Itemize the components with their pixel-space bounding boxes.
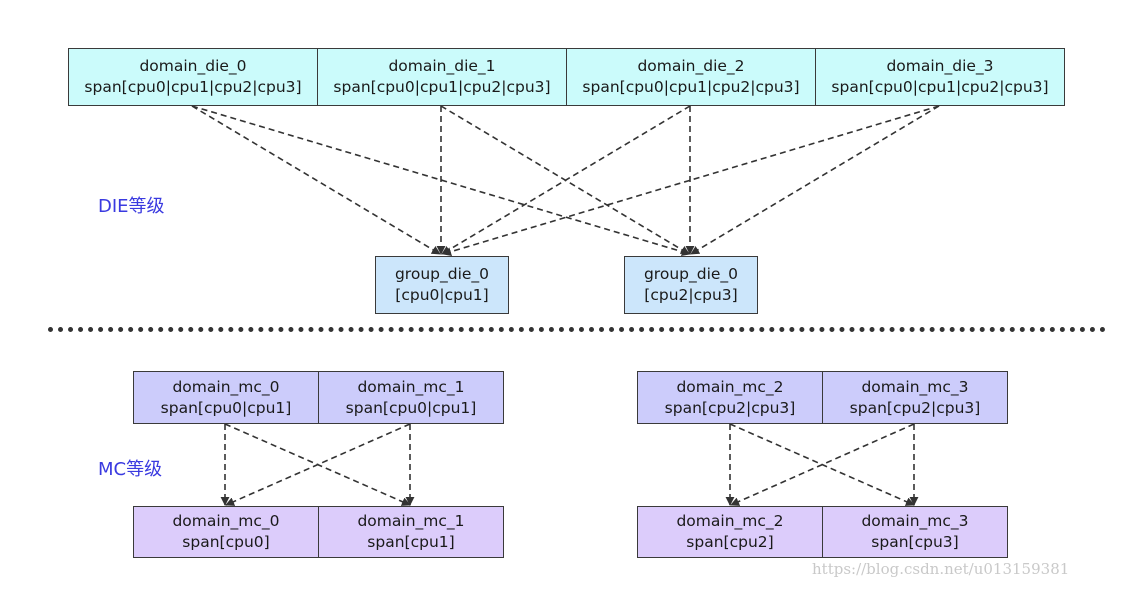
domain-die-3-name: domain_die_3	[886, 57, 994, 75]
domain-die-1-name: domain_die_1	[388, 57, 496, 75]
domain-die-2-box: domain_die_2 span[cpu0|cpu1|cpu2|cpu3]	[566, 48, 816, 106]
group-die-right-cpus: [cpu2|cpu3]	[644, 286, 738, 304]
watermark: https://blog.csdn.net/u013159381	[812, 560, 1070, 578]
domain-mc-0-span: span[cpu0|cpu1]	[160, 398, 292, 417]
arrow-die0-group0	[191, 105, 441, 255]
domain-mc-3-box: domain_mc_3 span[cpu2|cpu3]	[822, 371, 1008, 424]
domain-mc-1-name: domain_mc_1	[357, 377, 465, 396]
domain-die-2-name: domain_die_2	[637, 57, 745, 75]
child-mc-2-name: domain_mc_2	[676, 512, 784, 530]
child-mc-0-name: domain_mc_0	[172, 512, 280, 530]
child-mc-3-name: domain_mc_3	[861, 512, 969, 530]
group-die-right-box: group_die_0 [cpu2|cpu3]	[624, 256, 758, 314]
arrow-mc1-child0	[225, 423, 411, 506]
domain-mc-3-name: domain_mc_3	[861, 377, 969, 396]
domain-die-0-box: domain_die_0 span[cpu0|cpu1|cpu2|cpu3]	[68, 48, 318, 106]
child-mc-1-name: domain_mc_1	[357, 512, 465, 530]
die-level-label: DIE等级	[98, 196, 165, 217]
child-mc-2-box: domain_mc_2 span[cpu2]	[637, 506, 823, 558]
child-mc-1-box: domain_mc_1 span[cpu1]	[318, 506, 504, 558]
domain-mc-0-name: domain_mc_0	[172, 377, 280, 396]
arrow-die3-group1	[690, 105, 940, 255]
arrow-die3-group0	[442, 105, 940, 256]
domain-die-3-box: domain_die_3 span[cpu0|cpu1|cpu2|cpu3]	[815, 48, 1065, 106]
group-die-left-box: group_die_0 [cpu0|cpu1]	[375, 256, 509, 314]
domain-mc-1-box: domain_mc_1 span[cpu0|cpu1]	[318, 371, 504, 424]
arrow-die2-group0	[441, 105, 691, 255]
arrow-die0-group1	[191, 105, 691, 257]
child-mc-0-span: span[cpu0]	[182, 533, 270, 551]
domain-mc-2-span: span[cpu2|cpu3]	[664, 398, 796, 417]
child-mc-2-span: span[cpu2]	[686, 533, 774, 551]
child-mc-0-box: domain_mc_0 span[cpu0]	[133, 506, 319, 558]
group-die-left-name: group_die_0	[394, 265, 490, 283]
child-mc-3-box: domain_mc_3 span[cpu3]	[822, 506, 1008, 558]
arrow-mc3-child2	[730, 423, 915, 506]
domain-mc-2-box: domain_mc_2 span[cpu2|cpu3]	[637, 371, 823, 424]
child-mc-3-span: span[cpu3]	[871, 533, 959, 551]
domain-die-0-name: domain_die_0	[139, 57, 247, 75]
group-die-left-cpus: [cpu0|cpu1]	[395, 286, 489, 304]
mc-level-label: MC等级	[98, 459, 163, 480]
domain-mc-2-name: domain_mc_2	[676, 377, 784, 396]
child-mc-1-span: span[cpu1]	[367, 533, 455, 551]
domain-die-1-span: span[cpu0|cpu1|cpu2|cpu3]	[333, 78, 551, 96]
group-die-right-name: group_die_0	[643, 265, 739, 283]
domain-die-3-span: span[cpu0|cpu1|cpu2|cpu3]	[831, 78, 1049, 96]
domain-mc-0-box: domain_mc_0 span[cpu0|cpu1]	[133, 371, 319, 424]
level-separator	[48, 327, 1106, 332]
domain-die-1-box: domain_die_1 span[cpu0|cpu1|cpu2|cpu3]	[317, 48, 567, 106]
domain-mc-1-span: span[cpu0|cpu1]	[345, 398, 477, 417]
domain-die-2-span: span[cpu0|cpu1|cpu2|cpu3]	[582, 78, 800, 96]
domain-die-0-span: span[cpu0|cpu1|cpu2|cpu3]	[84, 78, 302, 96]
domain-mc-3-span: span[cpu2|cpu3]	[849, 398, 981, 417]
